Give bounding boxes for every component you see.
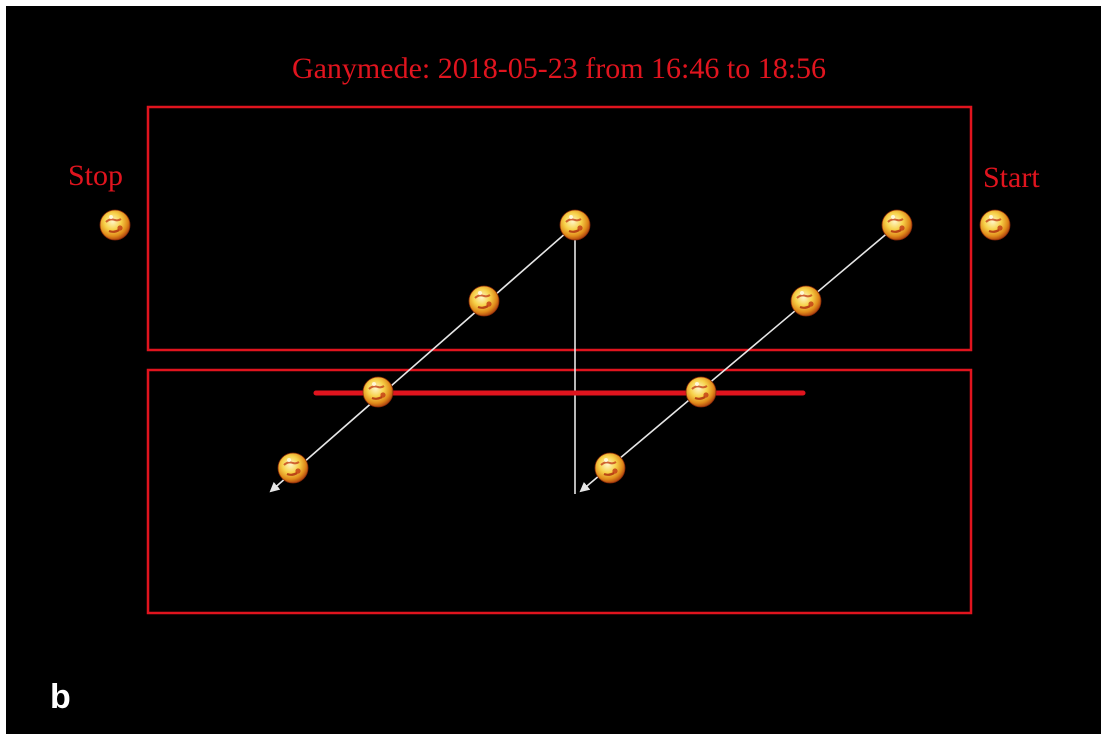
moon-position-icon (593, 451, 627, 485)
moon-position-icon (880, 208, 914, 242)
lower-frame (146, 368, 973, 615)
stop-label: Stop (68, 159, 123, 192)
track-left-diagonal (269, 224, 576, 493)
diagram-canvas: Ganymede: 2018-05-23 from 16:46 to 18:56… (50, 52, 1040, 716)
panel-letter: b (50, 678, 71, 716)
stop-moon-icon (98, 208, 132, 242)
moon-position-icon (361, 375, 395, 409)
moon-position-icon (789, 284, 823, 318)
track-right-diagonal (579, 224, 898, 493)
start-moon-icon (978, 208, 1012, 242)
start-label: Start (983, 161, 1040, 194)
figure-panel: Ganymede: 2018-05-23 from 16:46 to 18:56… (6, 6, 1101, 734)
moon-position-icon (467, 284, 501, 318)
moon-position-icon (684, 375, 718, 409)
upper-frame (146, 105, 973, 352)
figure-title: Ganymede: 2018-05-23 from 16:46 to 18:56 (292, 52, 826, 85)
moon-position-icon (558, 208, 592, 242)
moon-position-icon (276, 451, 310, 485)
